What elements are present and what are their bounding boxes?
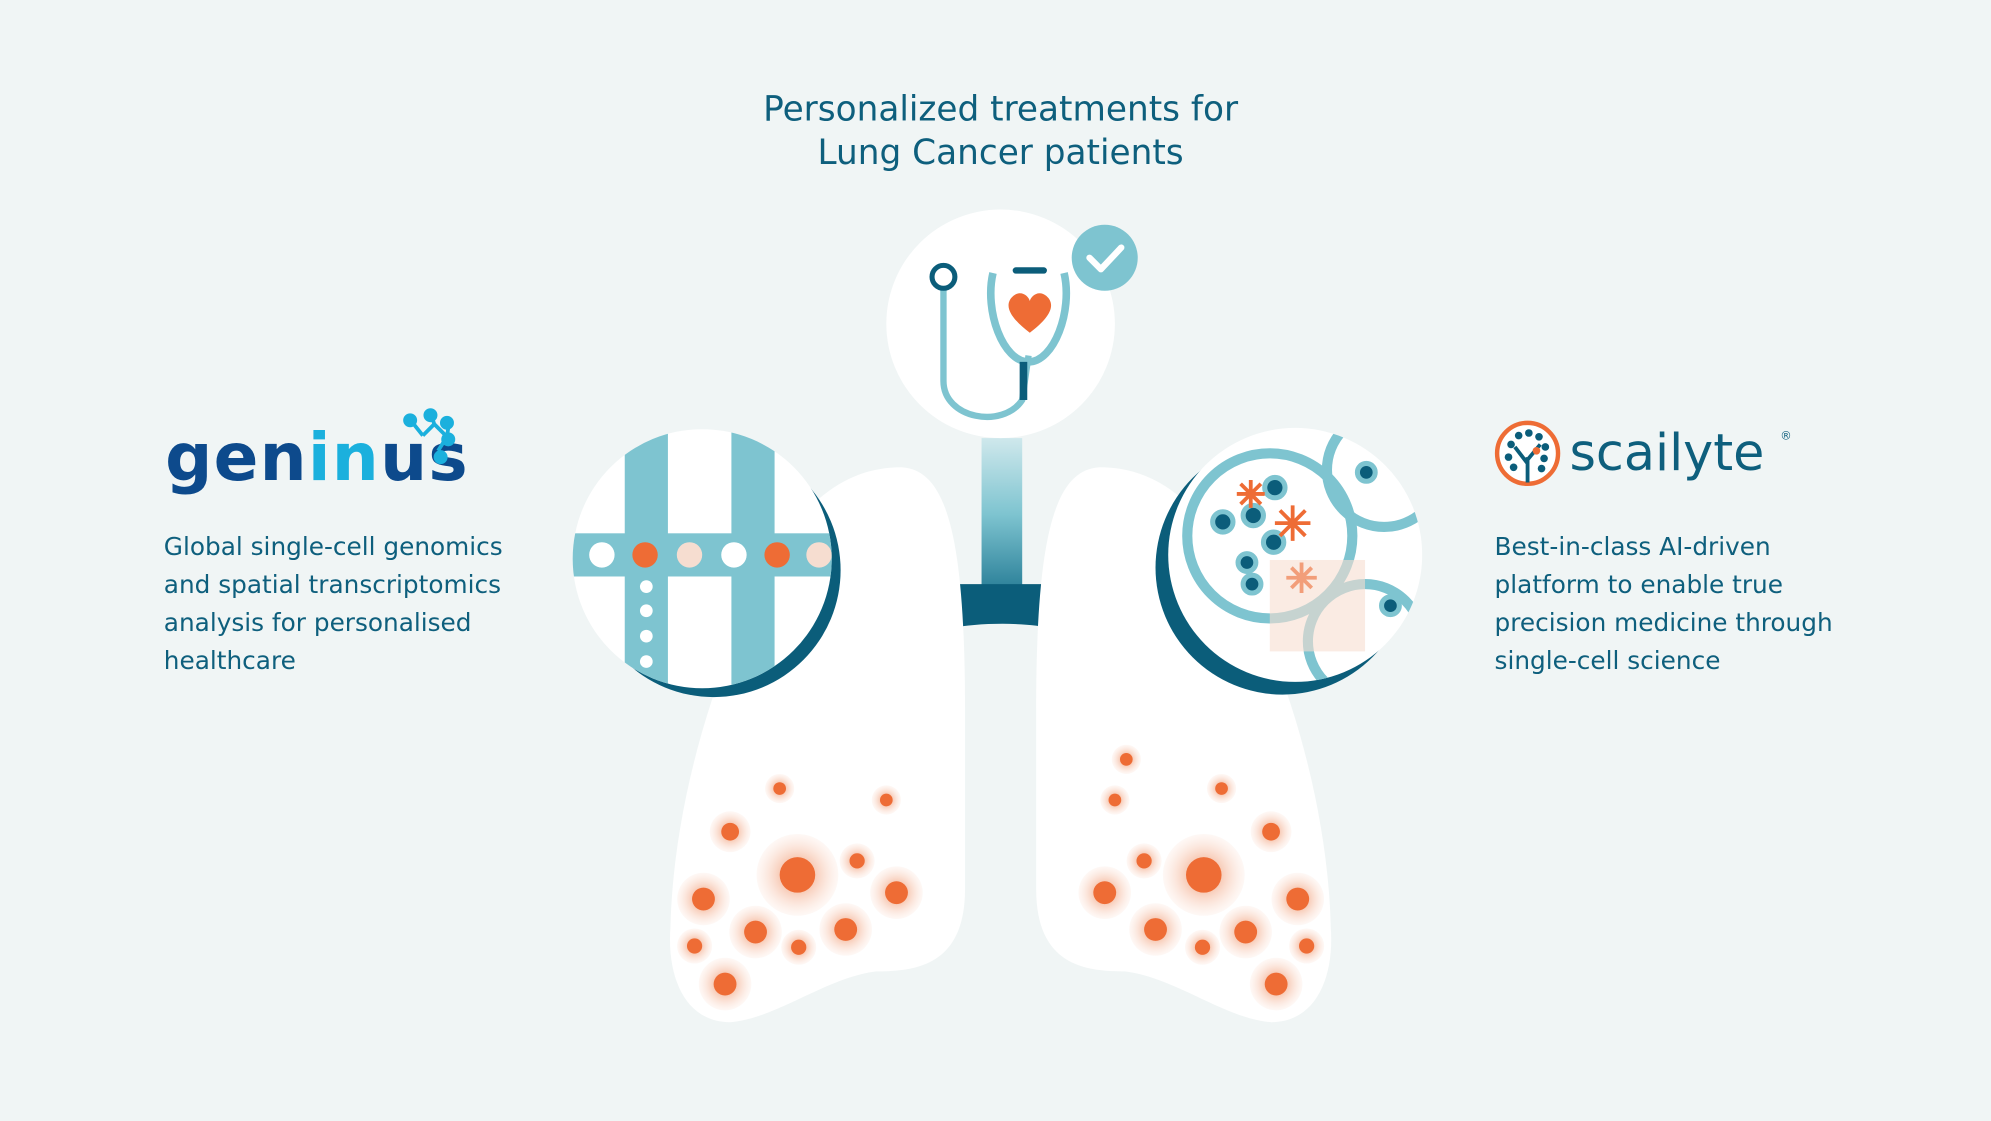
tumor-dot [1286,887,1310,911]
tumor-dot [1093,881,1117,905]
tumor-dot [849,853,865,869]
scailyte-logo: scailyte ® [1494,420,1792,487]
description-line: healthcare [163,646,296,676]
svg-text:®: ® [1780,428,1791,442]
geninus-logo: geninus [165,408,469,496]
tumor-dot [834,918,858,941]
tumor-dot [1262,822,1280,841]
scailyte-description: Best-in-class AI-driven platform to enab… [1495,528,1901,680]
tumor-dot [1234,920,1258,944]
tumor-dot [885,881,908,905]
geninus-description: Global single-cell genomics and spatial … [164,528,570,680]
tumor-dot [692,887,715,911]
tumor-dot [744,920,767,944]
dna-magnifier-icon [572,429,841,698]
tumor-dot [1144,918,1167,941]
stethoscope-icon [886,209,1138,439]
description-line: and spatial transcriptomics [163,570,501,600]
tumor-dot [779,857,816,893]
title-line-2: Lung Cancer patients [817,133,1184,173]
tumor-dot [713,972,737,996]
tumor-dot [721,822,740,841]
cell-magnifier-icon [1155,427,1423,695]
tumor-dot [1264,972,1288,996]
title-line-1: Personalized treatments for [763,90,1239,130]
tumor-dot [1194,939,1211,955]
tumor-dot [1299,938,1315,954]
scailyte-wordmark: scailyte [1569,423,1764,482]
tumor-dot [1136,853,1152,869]
description-line: Global single-cell genomics [163,532,503,562]
tumor-dot [1108,793,1122,807]
description-line: single-cell science [1494,646,1721,676]
description-line: platform to enable true [1494,570,1783,600]
description-line: precision medicine through [1494,608,1833,638]
trachea [949,438,1052,629]
tumor-dot [879,793,893,807]
tumor-dots [677,744,1325,1011]
tumor-dot [1119,752,1133,766]
tumor-dot [686,938,703,954]
tumor-dot [1215,782,1228,795]
description-line: analysis for personalised [163,608,472,638]
heart-icon [1008,293,1052,333]
description-line: Best-in-class AI-driven [1494,532,1771,562]
tumor-dot [773,782,787,795]
tumor-dot [1185,857,1222,893]
page-title: Personalized treatments for Lung Cancer … [620,89,1382,175]
tumor-dot [791,939,807,955]
svg-text:geninus: geninus [165,419,469,496]
check-icon [1071,224,1138,291]
